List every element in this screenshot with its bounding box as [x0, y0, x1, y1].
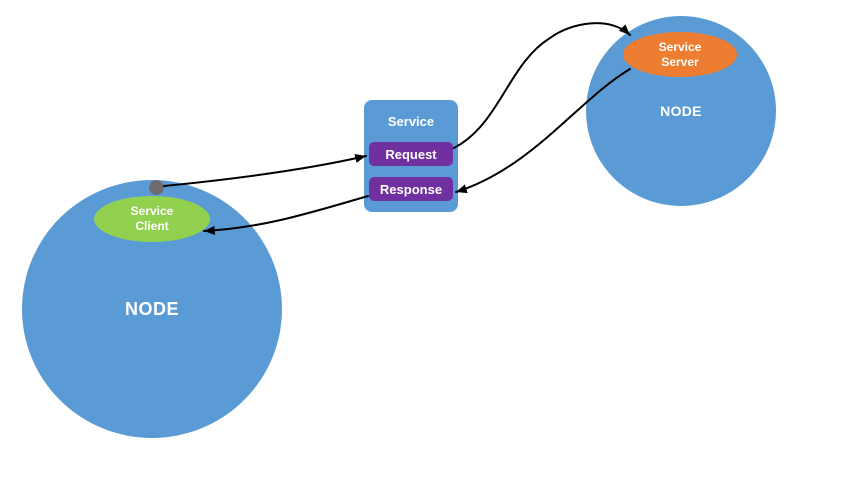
service-server-label-line1: Service: [658, 39, 702, 54]
arrow-client-to-request: [163, 153, 367, 187]
service-server-ellipse: Service Server: [623, 32, 737, 77]
connection-dot: [149, 180, 164, 195]
service-client-label-line2: Client: [135, 219, 169, 233]
service-server-label-line2: Server: [661, 54, 699, 69]
node-right-label: NODE: [660, 103, 702, 119]
response-box: Response: [369, 177, 453, 201]
node-left-label: NODE: [124, 298, 179, 319]
service-box-title: Service: [387, 114, 435, 129]
service-box: Service Request Response: [364, 100, 458, 212]
service-client-ellipse: Service Client: [94, 196, 210, 242]
service-client-label-line1: Service: [130, 204, 174, 219]
request-box: Request: [369, 142, 453, 166]
